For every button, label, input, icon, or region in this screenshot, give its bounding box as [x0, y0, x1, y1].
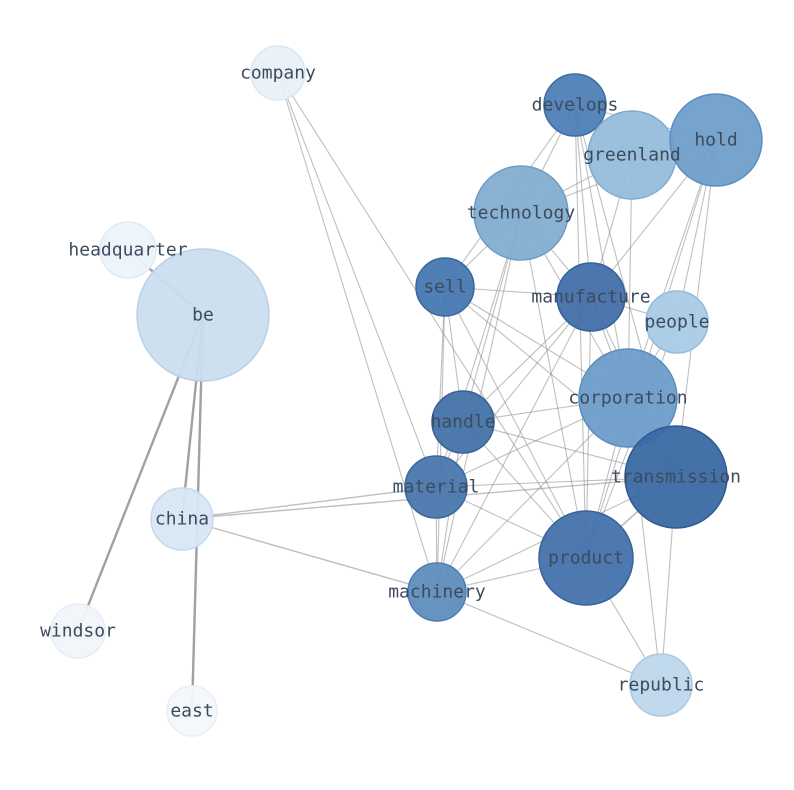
graph-node-east [166, 685, 218, 737]
graph-node-company [250, 45, 306, 101]
graph-edge-company-material [277, 72, 437, 488]
nodes-layer [50, 45, 763, 737]
graph-node-greenland [587, 110, 677, 200]
graph-edge-manufacture-machinery [436, 296, 592, 593]
graph-node-republic [629, 653, 693, 717]
graph-node-transmission [624, 425, 728, 529]
graph-edge-company-machinery [277, 72, 438, 593]
graph-node-develops [543, 73, 607, 137]
graph-node-manufacture [556, 262, 626, 332]
graph-edge-machinery-republic [436, 591, 662, 686]
graph-node-machinery [407, 562, 467, 622]
graph-node-technology [473, 165, 569, 261]
graph-node-windsor [50, 603, 106, 659]
graph-node-china [150, 487, 214, 551]
graph-edge-china-material [181, 486, 437, 520]
graph-node-material [404, 455, 468, 519]
graph-edge-company-product [277, 72, 587, 559]
graph-edge-hold-product [585, 139, 717, 559]
graph-node-headquarter [99, 221, 157, 279]
graph-edge-develops-product [574, 104, 587, 559]
graph-node-corporation [578, 348, 678, 448]
graph-node-sell [415, 257, 475, 317]
graph-node-handle [431, 390, 495, 454]
graph-node-hold [669, 93, 763, 187]
graph-node-product [538, 510, 634, 606]
graph-node-be [136, 248, 270, 382]
graph-edge-china-machinery [181, 518, 438, 593]
graph-edge-technology-product [520, 212, 587, 559]
graph-edge-sell-product [444, 286, 587, 559]
graph-edge-sell-material [435, 286, 446, 488]
graph-edge-manufacture-material [435, 296, 592, 488]
graph-node-people [645, 290, 709, 354]
